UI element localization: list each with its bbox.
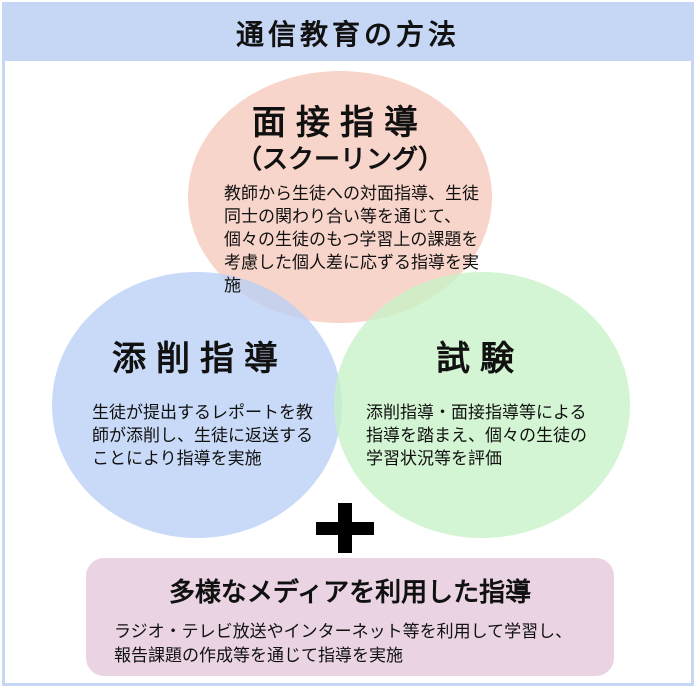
circle-right [334,272,630,538]
page-title: 通信教育の方法 [235,18,460,51]
media-title: 多様なメディアを利用した指導 [168,578,532,608]
venn-diagram [52,71,630,538]
media-description: ラジオ・テレビ放送やインターネット等を利用して学習し、報告課題の作成等を通じて指… [114,622,573,666]
circle-left [52,272,342,538]
right-circle-title: 試験 [436,339,524,379]
top-circle-subtitle: （スクーリング） [235,145,444,175]
left-circle-title: 添削指導 [112,339,288,379]
top-circle-heading: 面接指導 （スクーリング） [200,103,480,177]
header-bar: 通信教育の方法 [5,5,691,61]
top-circle-title: 面接指導 [252,103,428,143]
circle-top [188,71,492,323]
plus-icon [316,503,374,553]
left-circle-heading: 添削指導 [90,339,310,379]
left-circle-description: 生徒が提出するレポートを教師が添削し、生徒に返送することにより指導を実施 [92,403,313,469]
right-circle-description: 添削指導・面接指導等による指導を踏まえ、個々の生徒の学習状況等を評価 [366,403,587,469]
media-box: 多様なメディアを利用した指導 ラジオ・テレビ放送やインターネット等を利用して学習… [86,558,614,676]
right-circle-heading: 試験 [400,339,560,379]
top-circle-description: 教師から生徒への対面指導、生徒同士の関わり合い等を通じて、個々の生徒のもつ学習上… [224,184,479,296]
